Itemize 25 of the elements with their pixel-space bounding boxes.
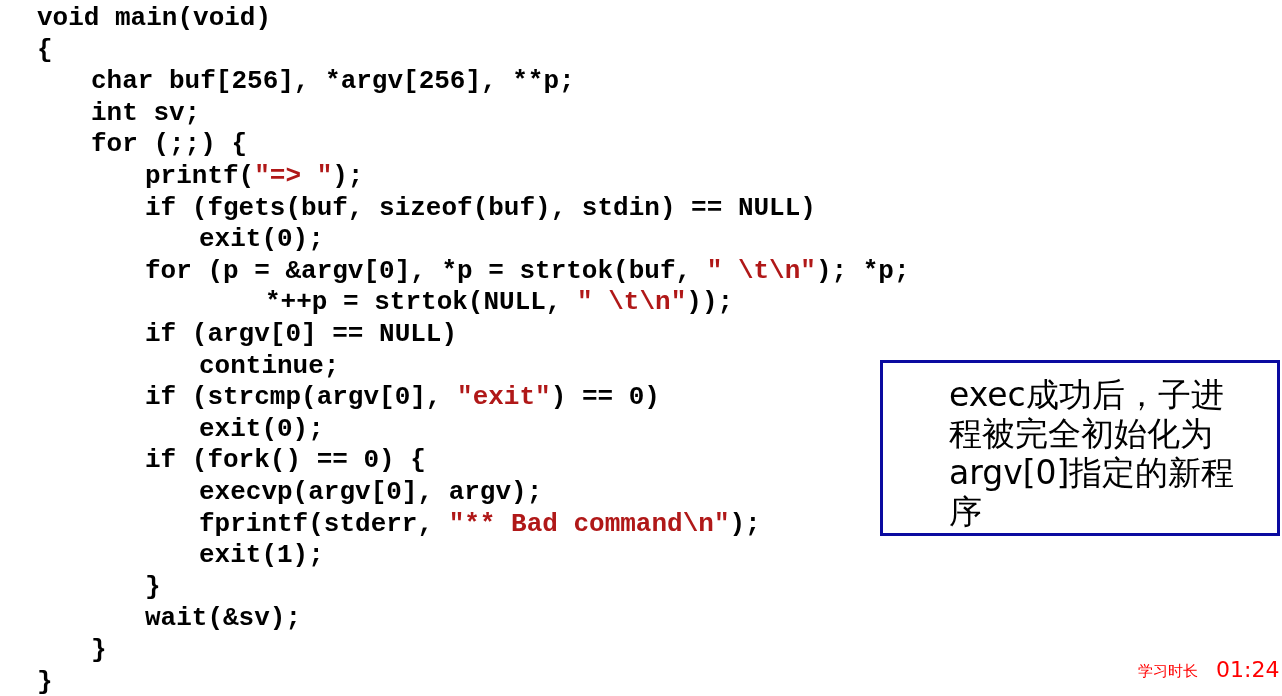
- code-line: if (strcmp(argv[0], "exit") == 0): [145, 382, 660, 413]
- code-line: exit(1);: [199, 540, 324, 571]
- code-line: printf("=> ");: [145, 161, 364, 191]
- code-line: }: [145, 571, 161, 602]
- code-line: for (p = &argv[0], *p = strtok(buf, " \t\n"); *p;: [145, 255, 910, 286]
- code-line: int sv;: [91, 97, 201, 128]
- code-line: execvp(argv[0], argv);: [199, 477, 543, 507]
- code-line: *++p = strtok(NULL, " \t\n"));: [265, 287, 734, 318]
- code-line: }: [91, 635, 107, 665]
- code-line: continue;: [199, 350, 340, 381]
- code-line: fprintf(stderr, "** Bad command\n");: [199, 508, 761, 539]
- timer-label: 学习时长: [1138, 662, 1198, 681]
- code-line: if (fgets(buf, sizeof(buf), stdin) == NULL): [145, 192, 816, 223]
- code-line: if (fork() == 0) {: [145, 445, 426, 476]
- code-line: wait(&sv);: [145, 603, 302, 634]
- note-box: exec成功后，子进程被完全初始化为argv[0]指定的新程序: [880, 360, 1280, 536]
- code-line: if (argv[0] == NULL): [145, 319, 458, 349]
- code-line: exit(0);: [199, 413, 324, 444]
- timer-value: 01:24: [1216, 657, 1280, 682]
- code-line: char buf[256], *argv[256], **p;: [91, 66, 575, 97]
- code-line: for (;;) {: [91, 129, 248, 160]
- code-line: void main(void): [37, 3, 272, 33]
- code-line: exit(0);: [199, 224, 324, 255]
- code-line: }: [37, 666, 53, 696]
- code-line: {: [37, 34, 53, 65]
